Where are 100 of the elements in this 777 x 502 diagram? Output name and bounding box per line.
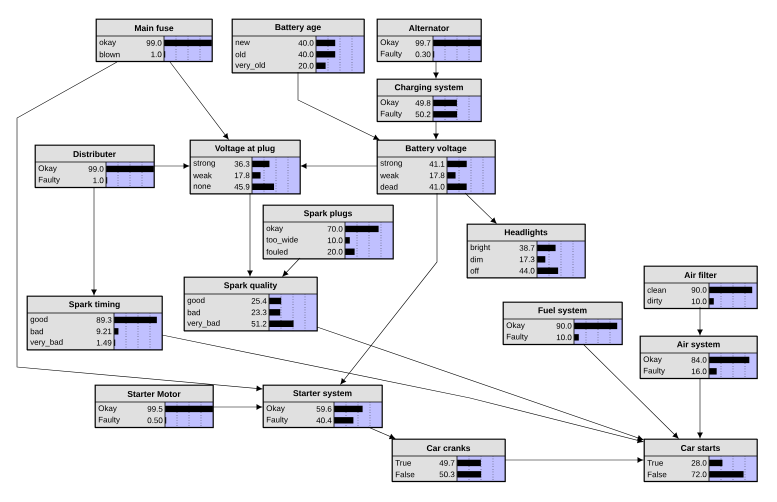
probability-value: 49.7 <box>439 460 454 466</box>
state-label: clean <box>648 287 666 293</box>
state-label: fouled <box>266 248 288 255</box>
arrow <box>170 62 229 140</box>
probability-value: 70.0 <box>328 226 342 232</box>
state-label: dirty <box>648 298 662 306</box>
arrow <box>340 192 438 384</box>
state-label: very_bad <box>187 320 220 328</box>
state-label: Okay <box>38 165 57 173</box>
state-label: strong <box>380 160 402 168</box>
arrow <box>697 378 703 438</box>
node-title: Voltage at plug <box>214 145 275 153</box>
arrow <box>91 186 97 296</box>
node-title: Air system <box>676 341 720 349</box>
probability-value: 51.2 <box>252 320 266 327</box>
probability-value: 10.0 <box>556 334 572 340</box>
probability-value: 1.0 <box>151 52 162 58</box>
arrow <box>298 72 380 140</box>
state-label: bad <box>188 309 200 316</box>
state-label: okay <box>100 39 116 47</box>
state-label: Okay <box>644 356 662 364</box>
arrow <box>316 326 644 441</box>
probability-value: 40.4 <box>316 418 332 424</box>
state-label: Okay <box>266 405 285 413</box>
arrow <box>464 192 497 224</box>
state-label: False <box>648 471 666 478</box>
state-label: none <box>194 184 211 189</box>
state-label: blown <box>100 51 120 58</box>
arrow <box>300 163 378 169</box>
node-title: Fuel system <box>538 307 587 315</box>
probability-value: 50.3 <box>440 472 454 478</box>
probability-value: 41.0 <box>429 184 444 190</box>
node-title: Starter system <box>293 390 352 398</box>
probability-value: 84.0 <box>692 357 706 363</box>
state-label: good <box>30 316 48 324</box>
probability-value: 0.50 <box>148 418 162 424</box>
probability-value: 20.0 <box>298 62 314 69</box>
state-label: bright <box>470 244 490 252</box>
arrow <box>697 306 703 336</box>
state-label: False <box>396 471 414 478</box>
state-label: Faulty <box>380 50 402 58</box>
state-label: very_bad <box>30 339 63 346</box>
state-label: good <box>188 297 204 305</box>
arrow <box>247 192 253 276</box>
node-title: Battery voltage <box>406 145 466 153</box>
probability-value: 9.21 <box>96 328 112 334</box>
probability-value: 59.6 <box>316 406 332 412</box>
probability-value: 1.0 <box>93 178 104 184</box>
state-label: bad <box>30 328 44 334</box>
arrow <box>433 120 439 140</box>
state-label: very_old <box>235 62 265 70</box>
probability-value: 99.7 <box>416 40 430 46</box>
probability-value: 17.8 <box>430 172 444 178</box>
state-label: Faulty <box>644 368 665 376</box>
state-label: too_wide <box>266 236 298 244</box>
probability-value: 72.0 <box>692 472 706 478</box>
node-title: Distributer <box>74 150 116 158</box>
node-title: Car cranks <box>426 444 470 452</box>
probability-value: 10.0 <box>692 298 706 304</box>
probability-value: 44.0 <box>519 268 534 274</box>
state-label: weak <box>193 172 212 178</box>
state-label: off <box>470 268 479 274</box>
state-label: Faulty <box>98 416 120 424</box>
probability-value: 99.5 <box>148 406 162 412</box>
probability-value: 40.0 <box>298 40 314 46</box>
node-title: Car starts <box>681 445 720 451</box>
node-title: Starter Motor <box>128 391 181 397</box>
state-label: Okay <box>506 322 525 330</box>
arrow <box>282 258 300 277</box>
node-title: Alternator <box>408 24 450 32</box>
node-title: Spark plugs <box>304 210 352 218</box>
state-label: True <box>647 460 663 466</box>
arrow <box>582 344 679 439</box>
node-title: Main fuse <box>134 24 174 32</box>
node-title: Charging system <box>394 84 463 92</box>
state-label: Faulty <box>266 416 288 424</box>
probability-value: 49.8 <box>415 100 430 106</box>
node-title: Spark quality <box>224 282 278 290</box>
probability-value: 50.2 <box>416 112 430 118</box>
state-label: Okay <box>98 405 117 413</box>
probability-value: 17.8 <box>234 172 250 178</box>
probability-value: 40.0 <box>298 52 314 58</box>
state-label: weak <box>380 172 399 178</box>
arrow <box>154 163 190 169</box>
state-label: Faulty <box>380 110 402 118</box>
probability-value: 89.3 <box>96 317 112 323</box>
node-title: Air filter <box>684 272 717 278</box>
state-label: True <box>395 460 411 466</box>
probability-value: 17.3 <box>520 256 534 262</box>
probability-value: 99.0 <box>88 166 104 172</box>
state-label: dim <box>470 256 483 262</box>
probability-value: 20.0 <box>328 248 342 255</box>
arrow <box>162 334 644 444</box>
node-title: Battery age <box>275 24 321 32</box>
probability-value: 38.7 <box>520 245 534 251</box>
node-title: Headlights <box>504 229 548 237</box>
state-label: Okay <box>380 99 399 107</box>
probability-value: 25.4 <box>252 298 267 304</box>
state-label: Okay <box>380 39 399 47</box>
probability-value: 99.0 <box>146 40 162 46</box>
